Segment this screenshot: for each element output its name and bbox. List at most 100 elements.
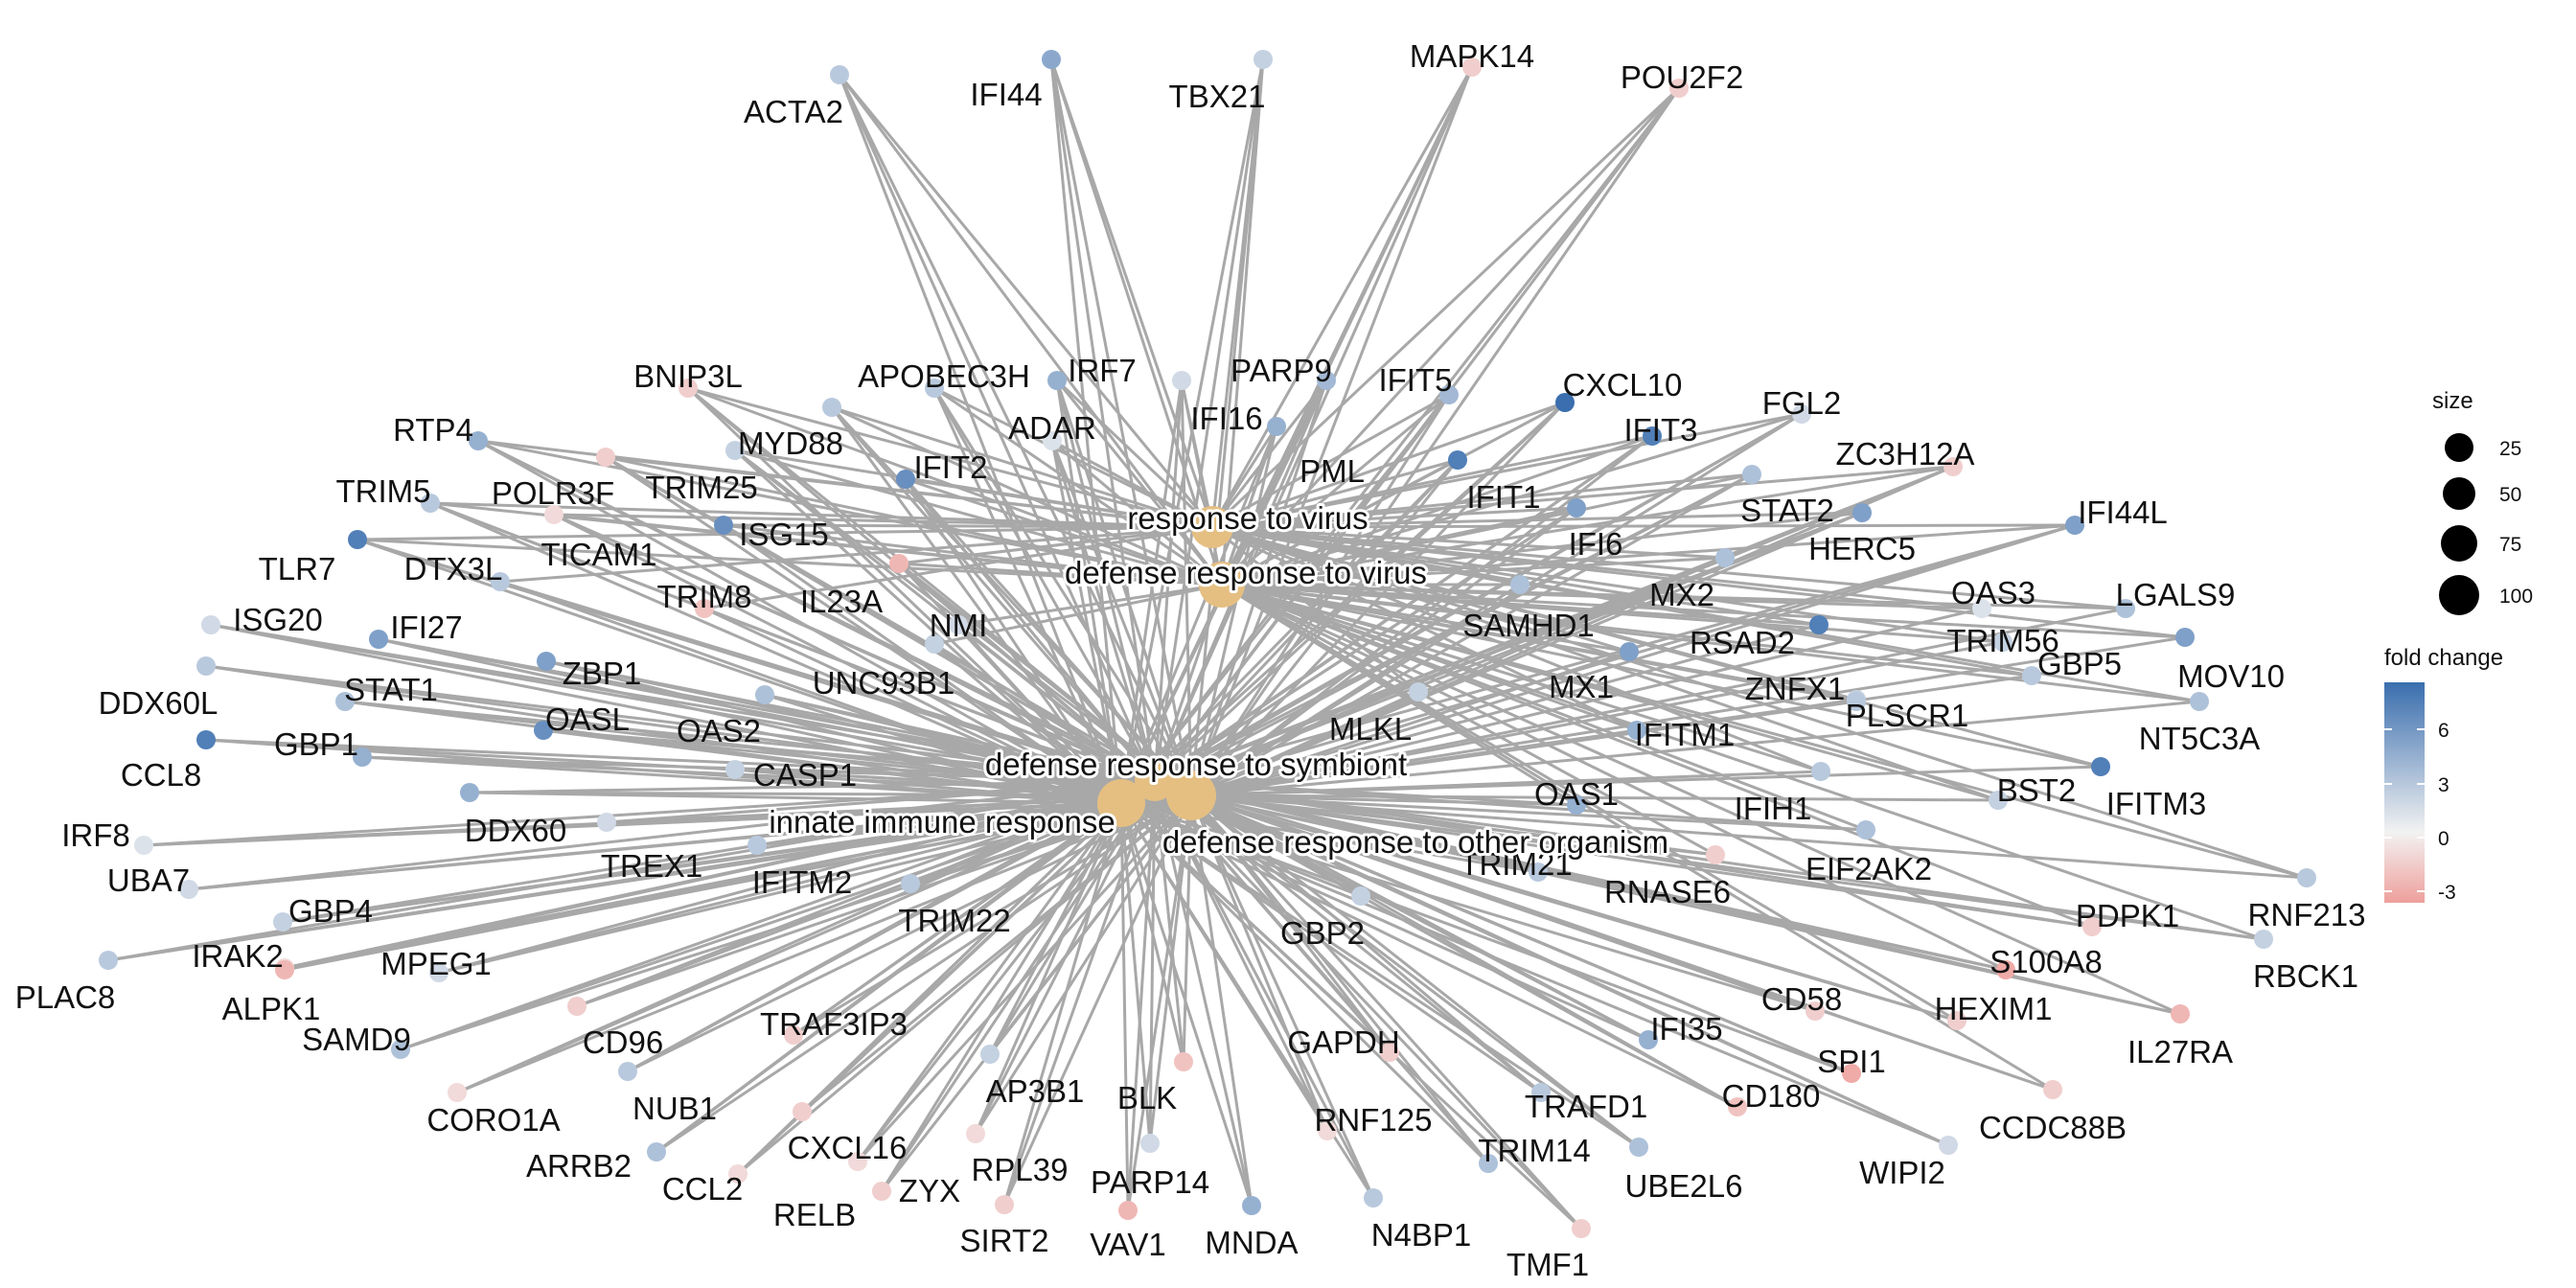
gene-node-uba7 <box>179 880 198 899</box>
gene-node-hexim1 <box>1947 1011 1966 1030</box>
gene-label-mlkl: MLKL <box>1329 711 1412 747</box>
gene-label-trim25: TRIM25 <box>645 470 757 505</box>
gene-label-stat1: STAT1 <box>344 672 438 707</box>
edge-ifi44l-response-to-virus <box>1211 523 2076 529</box>
gene-node-rtp4 <box>469 431 488 450</box>
size-legend-dot-75 <box>2441 525 2477 562</box>
gene-node-ddx60 <box>460 783 479 802</box>
gene-label-cxcl10: CXCL10 <box>1563 367 1683 402</box>
edge-myd88-defense-response-to-symbiont <box>830 406 1157 782</box>
edge-ube2l6-innate-immune-response <box>1120 801 1640 1149</box>
edge-adar-defense-response-to-other-organism <box>1050 440 1193 796</box>
term-node-defense-response-to-virus <box>1199 562 1245 608</box>
edge-rsad2-response-to-virus <box>1211 525 1820 627</box>
term-label-defense-response-to-other-organism: defense response to other organism <box>1162 824 1668 860</box>
gene-node-polr3f <box>596 448 615 467</box>
gene-label-alpk1: ALPK1 <box>222 991 321 1026</box>
gene-label-cd96: CD96 <box>583 1024 663 1060</box>
color-legend-bar <box>2384 682 2425 903</box>
edge-trex1-defense-response-to-symbiont <box>606 779 1156 824</box>
gene-label-polr3f: POLR3F <box>492 475 614 511</box>
gene-label-myd88: MYD88 <box>738 426 843 461</box>
edge-s100a8-defense-response-to-virus <box>1221 583 2007 972</box>
edge-irf7-defense-response-to-virus <box>1055 380 1224 586</box>
gene-node-traf3ip3 <box>784 1025 803 1045</box>
size-legend-dot-100 <box>2439 575 2479 615</box>
edge-oas2-innate-immune-response <box>764 693 1122 805</box>
edge-relb-defense-response-to-other-organism <box>856 794 1193 1163</box>
term-nodes <box>1097 506 1245 827</box>
edge-lgals9-response-to-virus <box>1211 525 2127 610</box>
gene-label-mov10: MOV10 <box>2177 658 2285 694</box>
edge-ube2l6-defense-response-to-symbiont <box>1154 779 1640 1149</box>
gene-node-ifit3 <box>1643 426 1662 446</box>
gene-node-gbp1 <box>353 748 372 767</box>
gene-label-nt5c3a: NT5C3A <box>2139 721 2261 756</box>
edge-il27ra-defense-response-to-virus <box>1221 583 2181 1016</box>
edge-ifit2-defense-response-to-virus <box>905 477 1223 586</box>
term-node-defense-response-to-other-organism <box>1166 770 1216 820</box>
edge-eif2ak2-defense-response-to-symbiont <box>1154 779 1867 832</box>
gene-label-mx2: MX2 <box>1649 577 1714 612</box>
gene-label-rbck1: RBCK1 <box>2253 958 2358 994</box>
edge-rnf213-defense-response-to-virus <box>1221 583 2308 880</box>
edge-ddx60l-innate-immune-response <box>205 664 1122 805</box>
edge-ifi16-defense-response-to-virus <box>1180 380 1224 586</box>
edge-cd180-defense-response-to-symbiont <box>1154 779 1738 1109</box>
gene-node-unc93b1 <box>925 634 944 654</box>
edge-mapk14-response-to-virus <box>1210 66 1474 528</box>
gene-node-fgl2 <box>1792 404 1811 424</box>
network-edges <box>107 58 2308 1230</box>
edge-ddx60l-defense-response-to-symbiont <box>205 664 1156 783</box>
gene-node-adar <box>1043 431 1062 450</box>
edge-stat2-response-to-virus <box>1211 472 1753 529</box>
gene-label-tmf1: TMF1 <box>1506 1247 1589 1282</box>
gene-label-relb: RELB <box>773 1197 856 1232</box>
gene-label-il27ra: IL27RA <box>2128 1034 2233 1070</box>
gene-label-il23a: IL23A <box>800 584 883 619</box>
edge-trim14-defense-response-to-other-organism <box>1189 794 1490 1164</box>
edge-wipi2-defense-response-to-symbiont <box>1154 779 1949 1147</box>
gene-node-ifitm3 <box>2091 757 2110 776</box>
gene-node-ticam1 <box>544 505 564 524</box>
edge-n4bp1-defense-response-to-other-organism <box>1189 794 1375 1199</box>
edge-cd58-innate-immune-response <box>1120 801 1816 1013</box>
gene-label-rtp4: RTP4 <box>393 412 473 448</box>
edge-tlr7-response-to-virus <box>356 525 1213 541</box>
gene-node-vav1 <box>1118 1201 1138 1220</box>
gene-label-samd9: SAMD9 <box>302 1022 411 1057</box>
gene-node-zc3h12a <box>1944 457 1963 476</box>
gene-node-oas3 <box>1972 599 1991 618</box>
edge-coro1a-defense-response-to-symbiont <box>456 779 1156 1094</box>
gene-label-irak2: IRAK2 <box>192 938 283 974</box>
edge-rnf213-defense-response-to-other-organism <box>1190 794 2308 880</box>
color-legend-tick-3: 3 <box>2438 774 2450 796</box>
gene-node-nub1 <box>618 1062 637 1081</box>
gene-node-oas2 <box>755 685 774 704</box>
gene-node-rsad2 <box>1809 615 1828 634</box>
gene-node-ccl8 <box>196 730 216 749</box>
gene-label-zbp1: ZBP1 <box>563 656 642 691</box>
gene-node-isg15 <box>714 516 733 535</box>
size-legend-dot-25 <box>2445 433 2473 462</box>
gene-node-trim22 <box>901 874 920 893</box>
edge-tmf1-defense-response-to-other-organism <box>1189 794 1583 1230</box>
gene-node-mnda <box>1242 1196 1261 1215</box>
gene-node-zbp1 <box>537 652 556 671</box>
gene-label-adar: ADAR <box>1008 410 1096 446</box>
gene-node-rnf125 <box>1318 1121 1337 1140</box>
gene-label-stat2: STAT2 <box>1740 493 1834 528</box>
gene-label-gapdh: GAPDH <box>1287 1024 1399 1060</box>
edge-trim56-response-to-virus <box>1211 525 2004 644</box>
gene-node-ap3b1 <box>980 1045 1000 1064</box>
edge-isg15-defense-response-to-other-organism <box>723 523 1192 797</box>
gene-node-apobec3h <box>925 379 944 398</box>
gene-label-hexim1: HEXIM1 <box>1935 991 2053 1026</box>
gene-label-ifi16: IFI16 <box>1190 401 1262 436</box>
gene-node-tbx21 <box>1254 50 1273 69</box>
gene-label-pou2f2: POU2F2 <box>1621 59 1743 95</box>
edge-wipi2-innate-immune-response <box>1120 801 1949 1147</box>
edge-pml-defense-response-to-other-organism <box>1189 426 1278 796</box>
